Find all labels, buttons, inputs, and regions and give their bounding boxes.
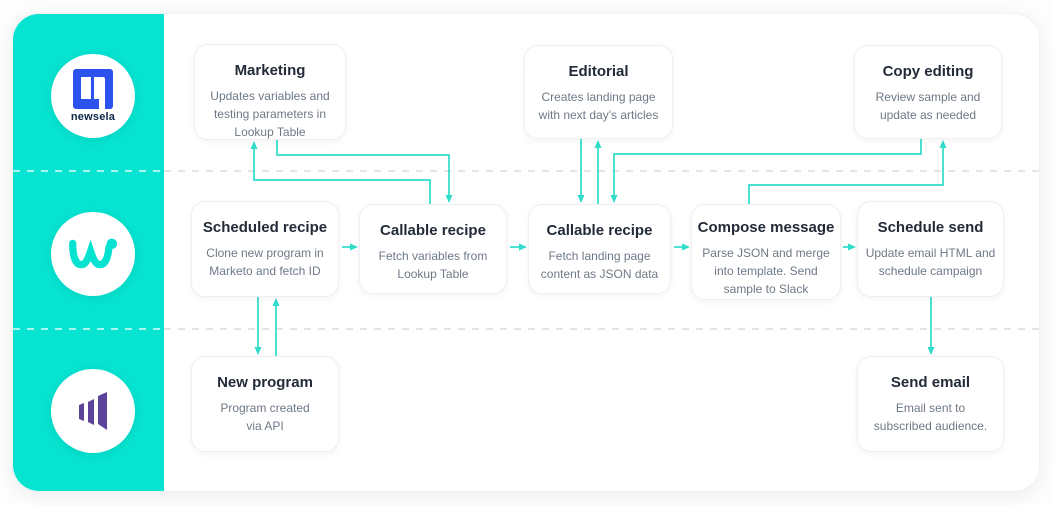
node-description: Fetch variables from Lookup Table (378, 249, 488, 281)
newsela-icon (73, 69, 113, 109)
node-title: Marketing (234, 62, 306, 79)
node-description: Program created via API (220, 401, 310, 433)
diagram-card: newsela (12, 13, 1041, 492)
node-description: Update email HTML and schedule campaign (865, 246, 996, 278)
edge-compose-message-to-copy-editing (748, 140, 947, 204)
node-callable-recipe-2: Callable recipe Fetch landing page conte… (528, 204, 671, 294)
node-description: Fetch landing page content as JSON data (540, 249, 659, 281)
marketo-icon (79, 392, 107, 430)
node-schedule-send: Schedule send Update email HTML and sche… (857, 201, 1004, 297)
node-title: Copy editing (882, 63, 974, 80)
edge-callable-recipe-1-to-marketing (250, 141, 431, 204)
lane-sidebar: newsela (13, 14, 164, 491)
node-title: Scheduled recipe (202, 219, 328, 236)
newsela-logo: newsela (51, 54, 135, 138)
node-title: Compose message (697, 219, 835, 236)
edge-copy-editing-to-callable-recipe-2 (610, 139, 922, 203)
edge-marketing-to-callable-recipe-1 (276, 140, 453, 203)
node-title: Schedule send (877, 219, 984, 236)
node-description: Updates variables and testing parameters… (210, 89, 330, 139)
node-title: Send email (890, 374, 971, 391)
node-title: Callable recipe (546, 222, 653, 239)
node-description: Review sample and update as needed (875, 90, 981, 122)
node-callable-recipe-1: Callable recipe Fetch variables from Loo… (359, 204, 507, 294)
node-copy-editing: Copy editing Review sample and update as… (854, 45, 1002, 139)
node-new-program: New program Program created via API (191, 356, 339, 452)
node-send-email: Send email Email sent to subscribed audi… (857, 356, 1004, 452)
node-description: Parse JSON and merge into template. Send… (702, 246, 830, 296)
workato-icon (69, 238, 118, 269)
node-description: Creates landing page with next day's art… (538, 90, 659, 122)
node-title: Editorial (568, 63, 629, 80)
node-title: New program (217, 374, 313, 391)
node-scheduled-recipe: Scheduled recipe Clone new program in Ma… (191, 201, 339, 297)
node-editorial: Editorial Creates landing page with next… (524, 45, 673, 139)
node-title: Callable recipe (380, 222, 486, 239)
workato-logo (51, 212, 135, 296)
newsela-wordmark: newsela (70, 111, 116, 123)
node-description: Email sent to subscribed audience. (873, 401, 988, 433)
node-marketing: Marketing Updates variables and testing … (194, 44, 346, 140)
node-description: Clone new program in Marketo and fetch I… (206, 246, 324, 278)
node-compose-message: Compose message Parse JSON and merge int… (691, 204, 841, 300)
marketo-logo (51, 369, 135, 453)
